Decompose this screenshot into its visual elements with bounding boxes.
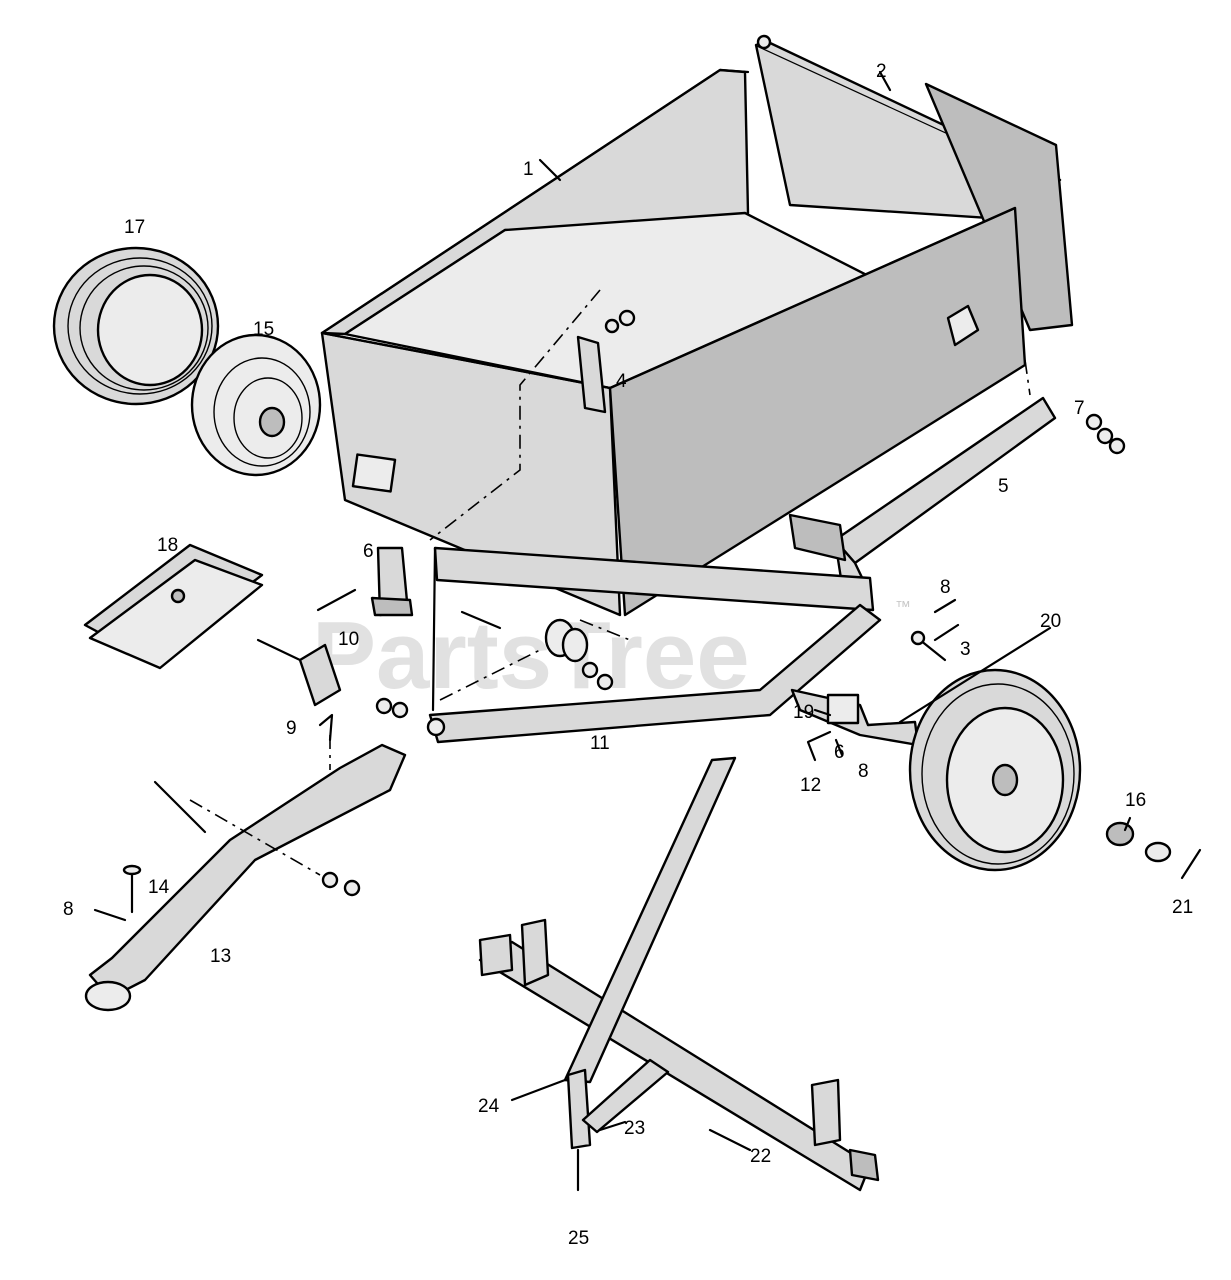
callout-labels: 1 2 3 4 5 6 6 7 8 8 8 9 10 11 12 13 14 1… — [63, 61, 1193, 1249]
part-hub-hardware — [1105, 821, 1202, 880]
callout-8c: 8 — [63, 899, 74, 920]
callout-13: 13 — [210, 946, 231, 967]
callout-10: 10 — [338, 629, 359, 650]
watermark-trademark: ™ — [895, 599, 911, 616]
callout-15: 15 — [253, 319, 274, 340]
part-right-hub — [790, 688, 920, 747]
callout-14: 14 — [148, 877, 170, 898]
callout-25: 25 — [568, 1228, 589, 1249]
callout-3: 3 — [960, 639, 971, 660]
callout-6: 6 — [363, 541, 374, 562]
callout-6b: 6 — [834, 742, 845, 763]
part-wheel-rim — [190, 333, 322, 477]
callout-7: 7 — [1074, 398, 1085, 419]
callout-2: 2 — [876, 61, 887, 82]
callout-11: 11 — [590, 733, 610, 754]
callout-8a: 8 — [940, 577, 951, 598]
part-stand-frame — [478, 756, 880, 1192]
part-cart-box — [320, 68, 1027, 617]
part-pin-9 — [318, 713, 334, 742]
callout-12: 12 — [800, 775, 821, 796]
callout-1: 1 — [523, 159, 534, 180]
callout-18: 18 — [157, 535, 178, 556]
part-tongue-13 — [84, 743, 407, 1012]
callout-4: 4 — [616, 371, 627, 392]
part-tailgate — [754, 34, 1074, 332]
part-tire-right — [908, 668, 1082, 872]
callout-17: 17 — [124, 217, 145, 238]
part-tongue-arm — [426, 603, 882, 744]
watermark-text: PartsTree — [312, 602, 750, 709]
callout-20: 20 — [1040, 611, 1061, 632]
part-axle-frame — [431, 513, 875, 712]
part-pin-8-and-bolt-3 — [910, 598, 957, 662]
callout-23: 23 — [624, 1118, 645, 1139]
callout-8b: 8 — [858, 761, 869, 782]
part-tire-left — [52, 246, 220, 406]
part-bracket-10 — [256, 638, 409, 719]
part-bracket-6 — [316, 546, 414, 617]
part-clip-12 — [806, 730, 844, 762]
part-bolt-14 — [93, 864, 142, 922]
callout-5: 5 — [998, 476, 1009, 497]
callout-24: 24 — [478, 1096, 500, 1117]
callout-19: 19 — [793, 702, 814, 723]
callout-22: 22 — [750, 1146, 771, 1167]
callout-9: 9 — [286, 718, 297, 739]
assembly-guide-lines — [189, 70, 1132, 1152]
part-bracket-4 — [576, 309, 636, 414]
callout-16: 16 — [1125, 790, 1146, 811]
callout-21: 21 — [1172, 897, 1193, 918]
part-inner-tube — [83, 543, 264, 670]
part-center-hardware — [460, 610, 614, 691]
